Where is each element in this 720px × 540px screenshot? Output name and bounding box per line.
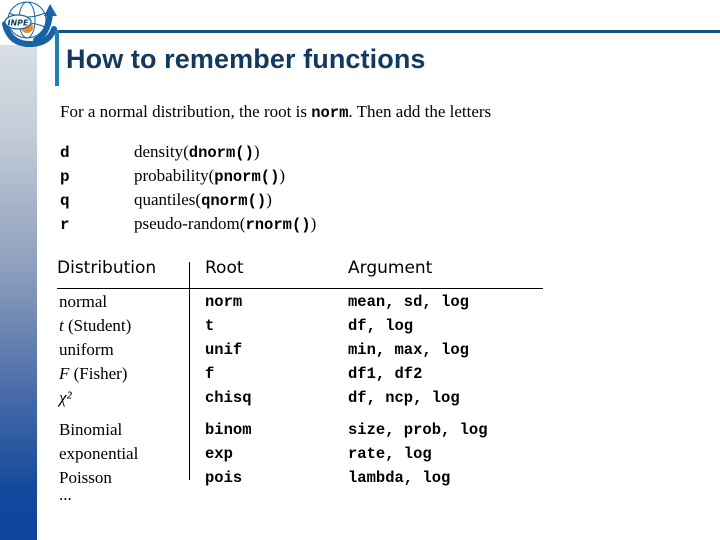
dist-symbol: χ²	[59, 388, 72, 407]
cell-root: exp	[205, 445, 233, 463]
intro-code-norm: norm	[311, 104, 349, 122]
dist-plain: uniform	[59, 340, 114, 359]
dist-symbol: F	[59, 364, 70, 383]
cell-argument: df, ncp, log	[348, 389, 460, 407]
table-header-divider	[57, 288, 543, 289]
cell-root: binom	[205, 421, 252, 439]
table-ellipsis: ...	[59, 485, 72, 504]
list-item: p probability(pnorm())	[60, 164, 316, 188]
cell-root: norm	[205, 293, 243, 311]
table-row: F (Fisher) f df1, df2	[57, 362, 543, 386]
table-row: χ² chisq df, ncp, log	[57, 386, 543, 410]
table-row: normal norm mean, sd, log	[57, 290, 543, 314]
sidebar-gradient-strip	[0, 45, 37, 540]
list-item: d density(dnorm())	[60, 140, 316, 164]
header-rule	[55, 30, 720, 33]
table-row: exponential exp rate, log	[57, 442, 543, 466]
cell-argument: lambda, log	[348, 469, 451, 487]
paren-open: (	[208, 166, 215, 185]
cell-argument: df, log	[348, 317, 414, 335]
paren-close: )	[310, 214, 317, 233]
cell-argument: rate, log	[348, 445, 432, 463]
cell-argument: df1, df2	[348, 365, 423, 383]
title-accent-bar	[55, 30, 59, 86]
prefix-key: d	[60, 144, 70, 162]
cell-distribution: Poisson	[59, 466, 112, 490]
table-body: normal norm mean, sd, log t (Student) t …	[57, 290, 543, 490]
paren-close: )	[253, 142, 260, 161]
dist-tail: (Student)	[63, 316, 132, 335]
paren-open: (	[195, 190, 202, 209]
cell-argument: size, prob, log	[348, 421, 488, 439]
cell-distribution: t (Student)	[59, 314, 131, 338]
dist-plain: normal	[59, 292, 108, 311]
list-item: r pseudo-random(rnorm())	[60, 212, 316, 236]
dist-plain: Poisson	[59, 468, 112, 487]
cell-root: pois	[205, 469, 243, 487]
prefix-code: rnorm()	[245, 216, 311, 234]
table-row: t (Student) t df, log	[57, 314, 543, 338]
column-header-root: Root	[205, 258, 244, 278]
table-column-divider	[189, 262, 190, 480]
prefix-key: r	[60, 216, 70, 234]
prefix-desc: density	[134, 142, 184, 161]
column-header-argument: Argument	[348, 258, 433, 278]
prefix-desc: pseudo-random	[134, 214, 240, 233]
prefix-desc: probability	[134, 166, 209, 185]
table-row: uniform unif min, max, log	[57, 338, 543, 362]
dist-tail: (Fisher)	[69, 364, 128, 383]
cell-distribution: Binomial	[59, 418, 122, 442]
paren-open: (	[239, 214, 246, 233]
inpe-logo-text: INPE	[8, 19, 30, 28]
cell-distribution: uniform	[59, 338, 114, 362]
dist-plain: exponential	[59, 444, 139, 463]
prefix-desc: quantiles	[134, 190, 196, 209]
paren-open: (	[183, 142, 189, 161]
inpe-logo: INPE	[0, 0, 62, 48]
prefix-key: p	[60, 168, 70, 186]
table-row: Binomial binom size, prob, log	[57, 418, 543, 442]
prefix-key: q	[60, 192, 70, 210]
cell-argument: min, max, log	[348, 341, 469, 359]
dist-symbol: t	[59, 316, 64, 335]
intro-text-after: . Then add the letters	[348, 102, 492, 121]
column-header-distribution: Distribution	[57, 258, 157, 278]
table-header-row: Distribution Root Argument	[57, 258, 543, 286]
intro-text-before: For a normal distribution, the root is	[60, 102, 312, 121]
paren-close: )	[266, 190, 272, 209]
cell-distribution: χ²	[59, 386, 72, 410]
distribution-table: Distribution Root Argument	[57, 258, 543, 286]
prefix-code: dnorm()	[188, 144, 254, 162]
dist-plain: Binomial	[59, 420, 123, 439]
cell-distribution: exponential	[59, 442, 138, 466]
cell-argument: mean, sd, log	[348, 293, 469, 311]
cell-root: t	[205, 317, 215, 335]
list-item: q quantiles(qnorm())	[60, 188, 316, 212]
cell-root: chisq	[205, 389, 252, 407]
intro-paragraph: For a normal distribution, the root is n…	[60, 102, 491, 122]
paren-close: )	[279, 166, 286, 185]
cell-distribution: F (Fisher)	[59, 362, 127, 386]
page-title: How to remember functions	[66, 44, 426, 74]
cell-root: f	[205, 365, 215, 383]
prefix-code: pnorm()	[214, 168, 280, 186]
table-row: Poisson pois lambda, log	[57, 466, 543, 490]
cell-distribution: normal	[59, 290, 107, 314]
cell-root: unif	[205, 341, 243, 359]
prefix-code: qnorm()	[201, 192, 267, 210]
